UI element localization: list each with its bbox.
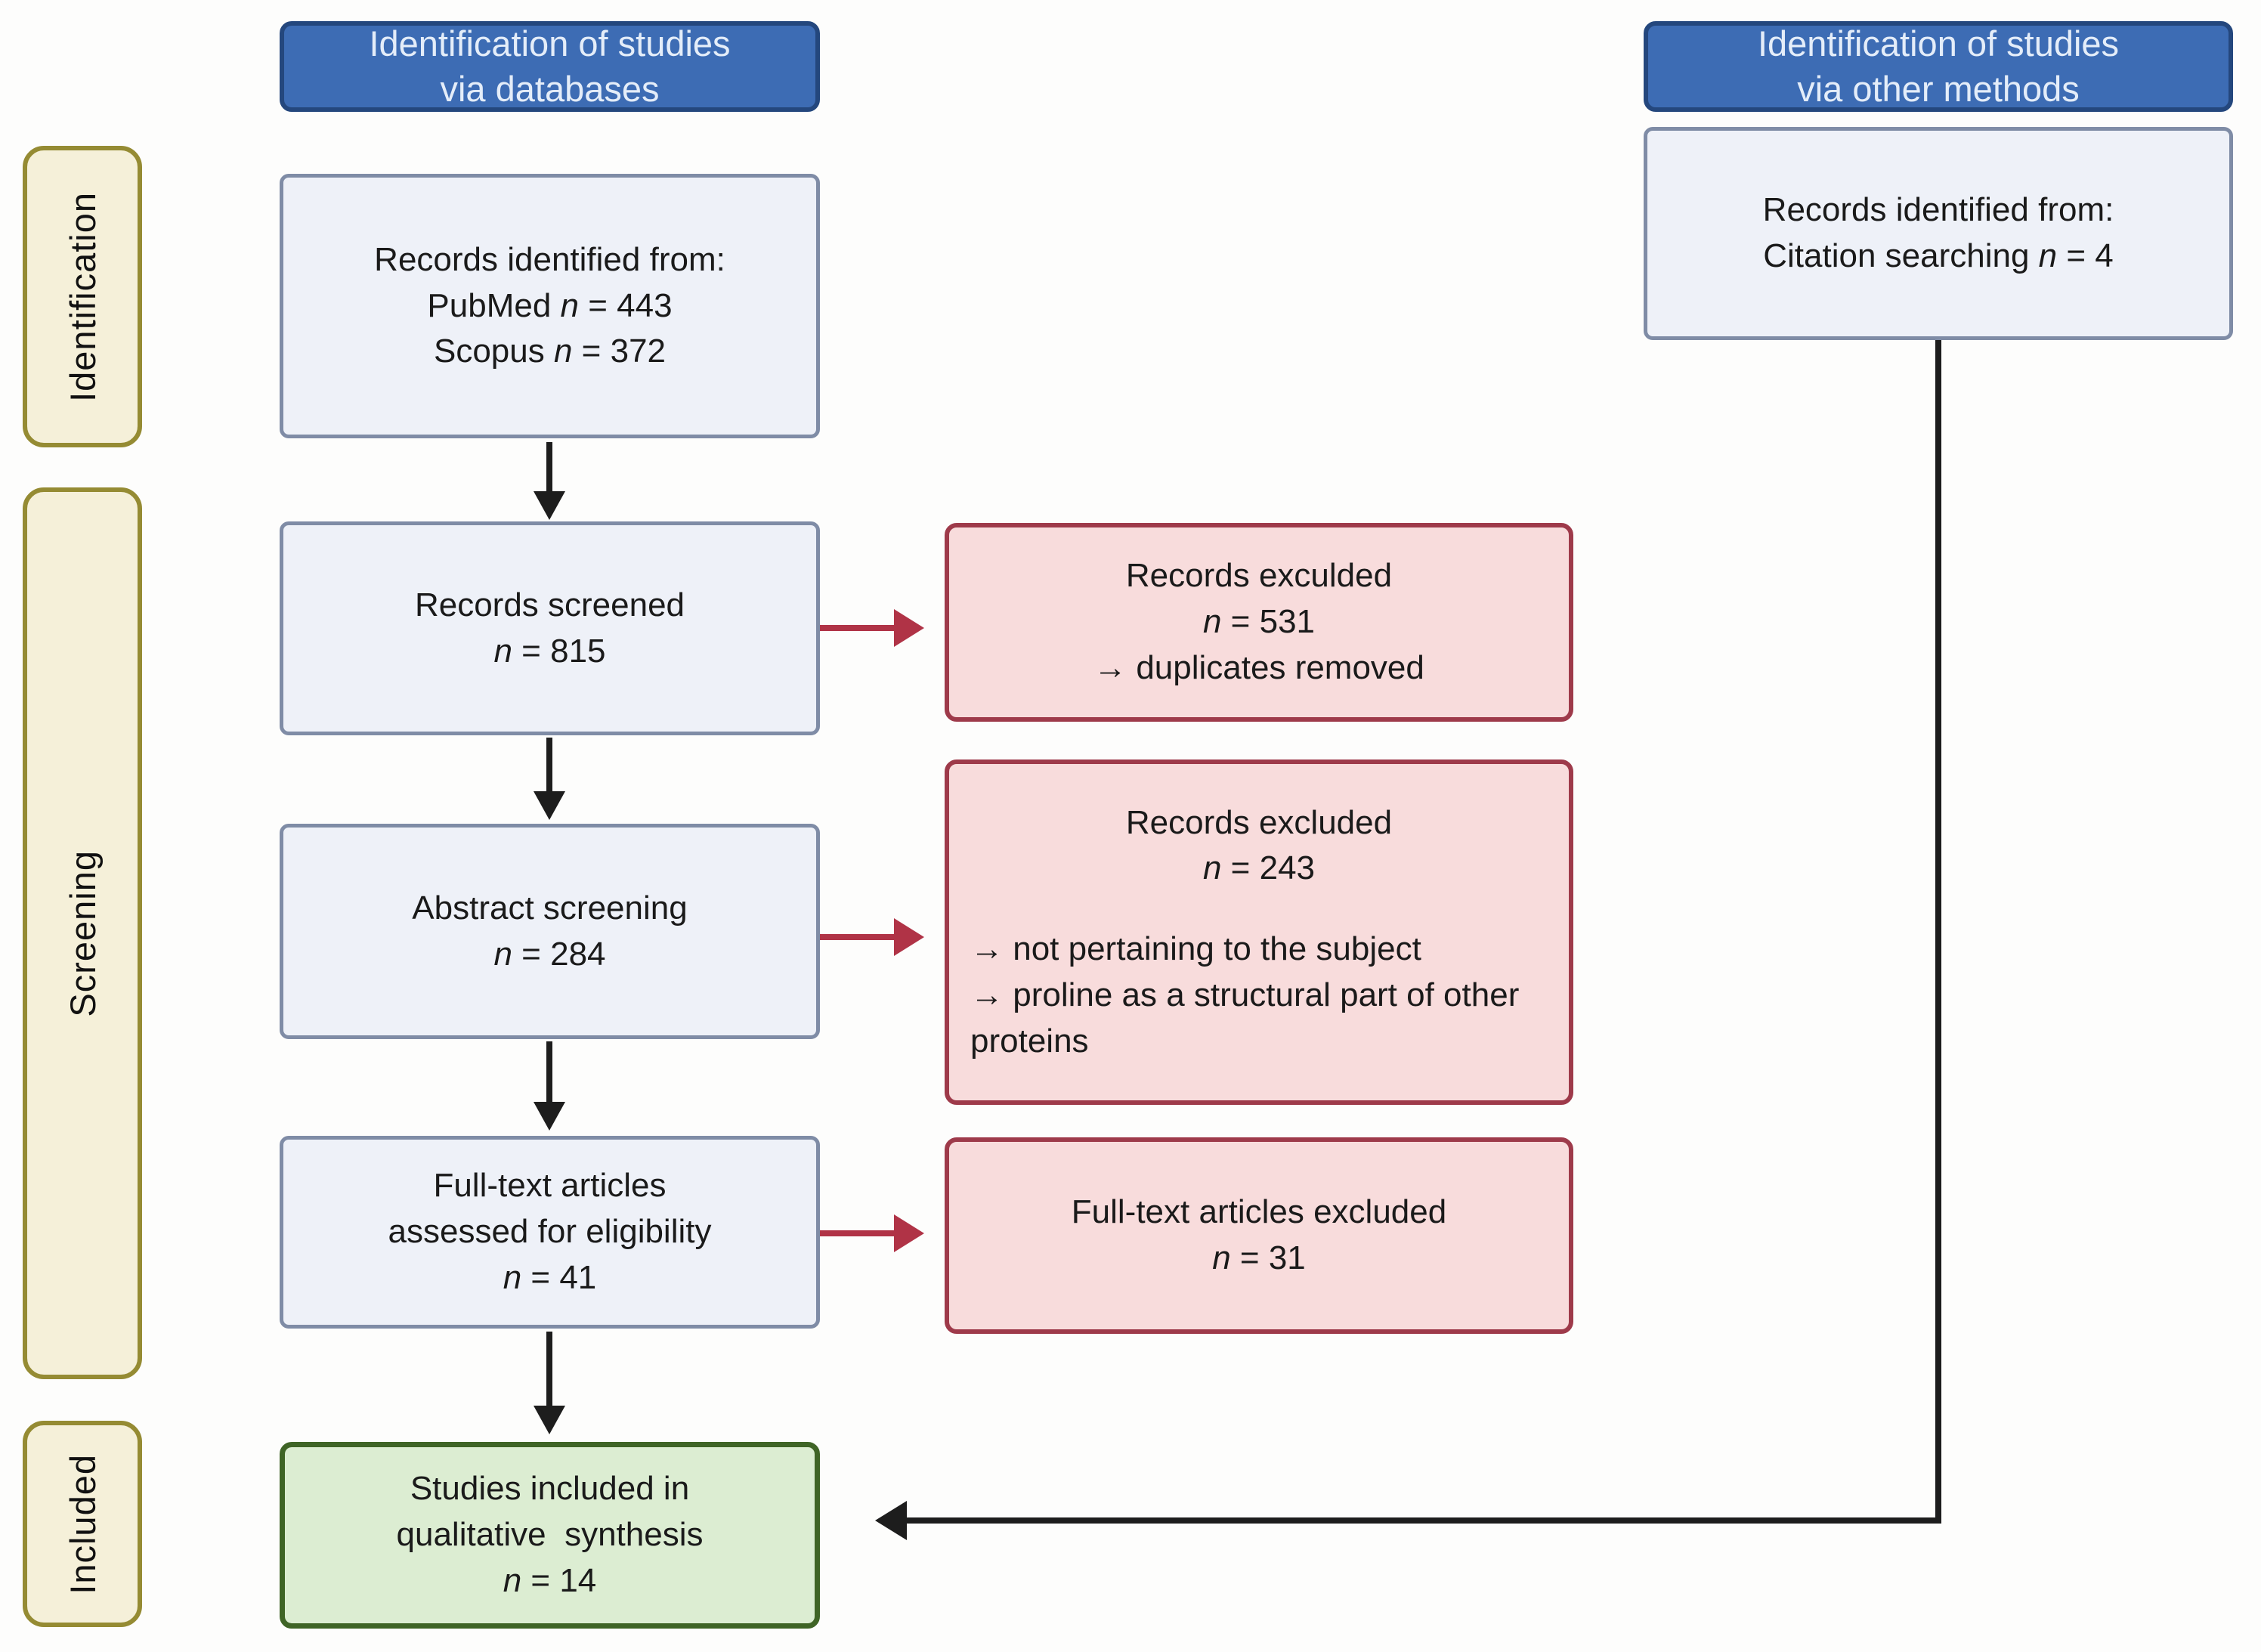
arrow-screened-to-abstract-head [534,791,565,820]
arrow-fulltext-to-included-line [546,1332,552,1407]
box-fulltext-excluded: Full-text articles excluded n = 31 [945,1137,1573,1334]
stage-label-identification: Identification [23,146,142,447]
citation-title: Records identified from: [1762,191,2114,229]
studies-included-count: n = 14 [503,1561,597,1599]
studies-included-line1: Studies included in [410,1470,690,1508]
records-excluded-1-reason: → duplicates removed [1093,648,1424,686]
box-records-screened: Records screened n = 815 [280,521,820,735]
header-identification-databases: Identification of studies via databases [280,21,820,112]
arrow-fulltext-to-included-head [534,1406,565,1434]
header-databases-line2: via databases [440,69,660,109]
arrow-fulltext-to-excluded-line [820,1230,894,1236]
fulltext-assessed-count: n = 41 [503,1258,597,1296]
arrow-screened-to-excluded-line [820,625,894,631]
arrow-abstract-to-excluded-line [820,934,894,940]
arrow-screened-to-excluded-head [894,609,924,647]
records-screened-count: n = 815 [493,632,606,670]
arrow-fulltext-to-excluded-head [894,1214,924,1252]
stage-label-identification-text: Identification [62,191,103,402]
arrow-identified-to-screened-line [546,442,552,492]
connector-citation-arrow-head [875,1501,907,1540]
records-identified-title: Records identified from: [374,240,725,278]
box-fulltext-assessed: Full-text articles assessed for eligibil… [280,1136,820,1329]
header-other-line1: Identification of studies [1757,23,2120,63]
stage-label-included-text: Included [62,1453,103,1595]
stage-label-screening: Screening [23,487,142,1379]
studies-included-line2: qualitative synthesis [396,1516,704,1554]
records-excluded-2-reasons: → not pertaining to the subject → prolin… [949,927,1569,1064]
abstract-screening-count: n = 284 [493,935,606,973]
arrow-abstract-to-fulltext-head [534,1102,565,1131]
records-identified-scopus: Scopus n = 372 [433,333,667,370]
citation-count: Citation searching n = 4 [1763,237,2114,274]
connector-citation-vertical-line [1935,340,1941,1524]
box-records-excluded-duplicates: Records exculded n = 531 → duplicates re… [945,523,1573,722]
fulltext-excluded-title: Full-text articles excluded [1071,1193,1447,1231]
stage-label-screening-text: Screening [62,849,103,1017]
stage-label-included: Included [23,1421,142,1627]
records-excluded-1-count: n = 531 [1202,603,1316,641]
records-excluded-1-title: Records exculded [1125,557,1393,595]
header-identification-other-methods: Identification of studies via other meth… [1644,21,2233,112]
box-records-excluded-subject: Records excluded n = 243 → not pertainin… [945,759,1573,1105]
box-abstract-screening: Abstract screening n = 284 [280,824,820,1039]
records-excluded-2-count: n = 243 [1202,849,1316,887]
abstract-screening-title: Abstract screening [412,889,688,927]
arrow-identified-to-screened-head [534,491,565,520]
header-databases-line1: Identification of studies [369,23,731,63]
records-identified-pubmed: PubMed n = 443 [427,286,673,324]
fulltext-assessed-line2: assessed for eligibility [388,1213,712,1251]
records-excluded-2-reason-2: → proline as a structural part of other … [970,976,1520,1060]
records-excluded-2-title: Records excluded [1125,803,1393,841]
arrow-screened-to-abstract-line [546,738,552,792]
header-other-line2: via other methods [1797,69,2080,109]
fulltext-excluded-count: n = 31 [1212,1239,1306,1276]
fulltext-assessed-line1: Full-text articles [433,1167,667,1205]
box-studies-included: Studies included in qualitative synthesi… [280,1442,820,1629]
box-citation-searching: Records identified from: Citation search… [1644,127,2233,340]
records-screened-title: Records screened [414,586,685,623]
records-excluded-2-reason-1: → not pertaining to the subject [970,930,1421,968]
connector-citation-horizontal-line [907,1517,1941,1524]
arrow-abstract-to-excluded-head [894,918,924,956]
arrow-abstract-to-fulltext-line [546,1041,552,1103]
box-records-identified: Records identified from: PubMed n = 443 … [280,174,820,438]
